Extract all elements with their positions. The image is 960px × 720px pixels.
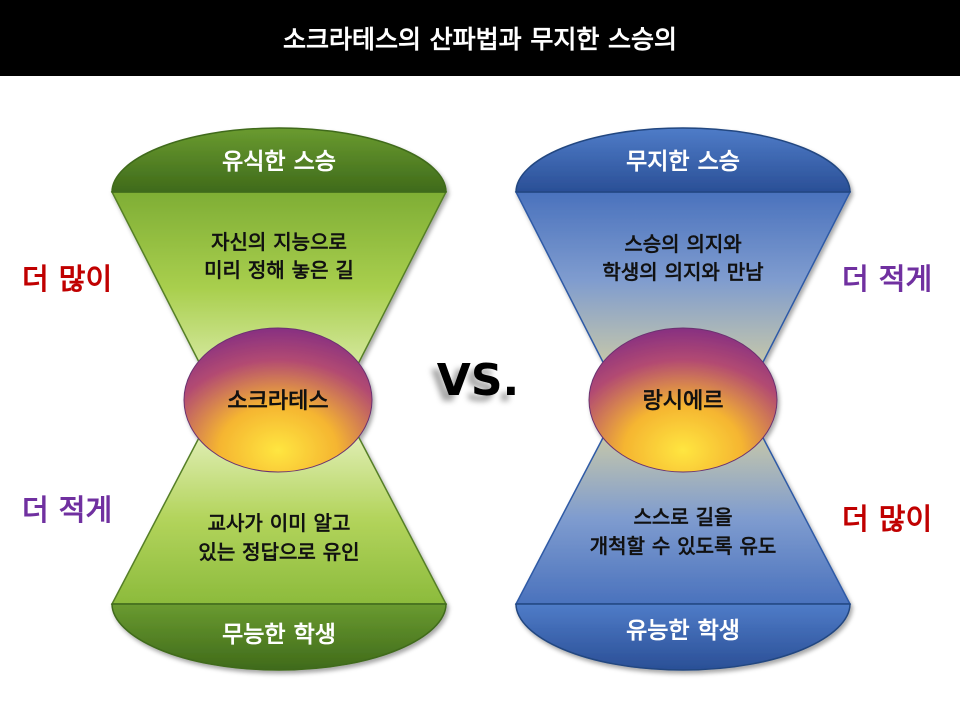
left-side-bottom-label: 더 적게 — [22, 493, 113, 527]
right-top-label: 무지한 스승 — [626, 149, 740, 175]
left-side-top-label: 더 많이 — [22, 262, 113, 296]
right-top-cap — [515, 127, 851, 193]
left-hourglass — [110, 127, 448, 671]
right-bottom-cap — [515, 603, 851, 671]
right-lower-text-line-1: 스스로 길을 — [634, 505, 733, 529]
page-title: 소크라테스의 산파법과 무지한 스승의 — [0, 0, 960, 76]
right-center-label: 랑시에르 — [643, 389, 724, 414]
left-center-label: 소크라테스 — [227, 389, 328, 414]
left-top-cap — [111, 127, 447, 193]
left-lower-text-line-1: 교사가 이미 알고 — [208, 511, 351, 535]
left-center-ellipse — [183, 327, 373, 473]
left-upper-text-line-1: 자신의 지능으로 — [211, 230, 347, 254]
right-center-ellipse — [588, 327, 778, 473]
left-lower-text-line-2: 있는 정답으로 유인 — [198, 540, 359, 564]
right-hourglass — [514, 127, 852, 671]
right-lower-text-line-2: 개척할 수 있도록 유도 — [590, 534, 777, 558]
vs-label: VS. — [437, 355, 519, 406]
right-upper-text-line-1: 스승의 의지와 — [624, 232, 742, 256]
left-bottom-cap — [111, 603, 447, 671]
right-bottom-label: 유능한 학생 — [626, 618, 740, 644]
left-top-label: 유식한 스승 — [222, 149, 336, 175]
left-bottom-label: 무능한 학생 — [222, 622, 336, 648]
right-side-bottom-label: 더 많이 — [842, 502, 933, 536]
right-side-top-label: 더 적게 — [842, 262, 933, 296]
right-upper-text-line-2: 학생의 의지와 만남 — [602, 260, 764, 284]
left-upper-text-line-2: 미리 정해 놓은 길 — [204, 258, 354, 282]
